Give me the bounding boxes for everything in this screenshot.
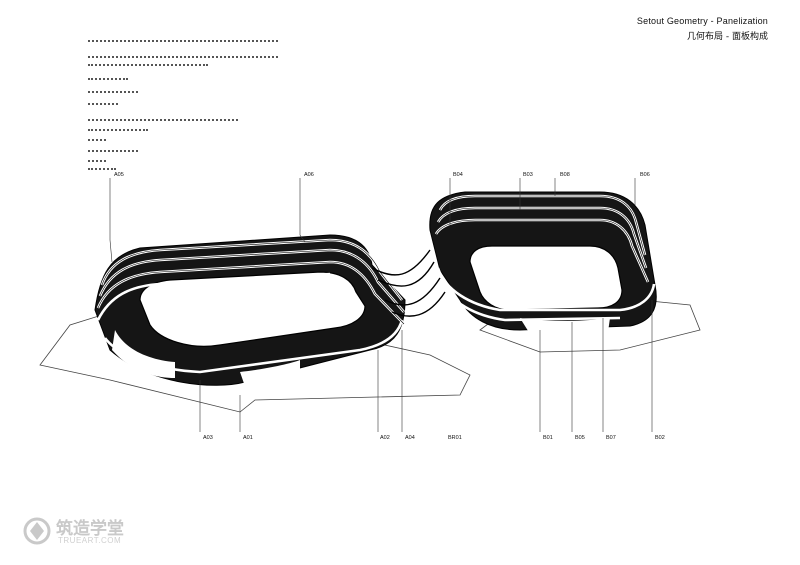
watermark: 筑造学堂 TRUEART.COM: [22, 514, 162, 554]
watermark-text-zh: 筑造学堂: [56, 519, 124, 539]
tag-A03: A03: [203, 435, 213, 441]
tag-B08: B08: [560, 172, 570, 178]
leader-lines-bottom: [199, 300, 653, 432]
tag-B01: B01: [543, 435, 553, 441]
tag-A04: A04: [405, 435, 415, 441]
tag-B02: B02: [655, 435, 665, 441]
tag-A01: A01: [243, 435, 253, 441]
watermark-logo-icon: [23, 517, 51, 545]
leader-lines-top: [109, 178, 636, 263]
tag-B05: B05: [575, 435, 585, 441]
tag-A06: A06: [304, 172, 314, 178]
drawing-title-chinese: 几何布局 - 面板构成: [687, 32, 768, 42]
tag-B04: B04: [453, 172, 463, 178]
drawing-title: Setout Geometry - Panelization: [636, 16, 768, 26]
tag-A02: A02: [380, 435, 390, 441]
drawing-notes: [88, 40, 278, 172]
watermark-text-en: TRUEART.COM: [58, 536, 122, 545]
tag-B07: B07: [606, 435, 616, 441]
tag-B03: B03: [523, 172, 533, 178]
left-ring-courtyard: [139, 271, 366, 347]
tag-BR01: BR01: [448, 435, 462, 441]
bridge: [371, 249, 446, 317]
tag-B06: B06: [640, 172, 650, 178]
tag-A05: A05: [114, 172, 124, 178]
title-block: Setout Geometry - Panelization 几何布局 - 面板…: [637, 16, 768, 42]
right-ring-courtyard: [469, 245, 623, 311]
